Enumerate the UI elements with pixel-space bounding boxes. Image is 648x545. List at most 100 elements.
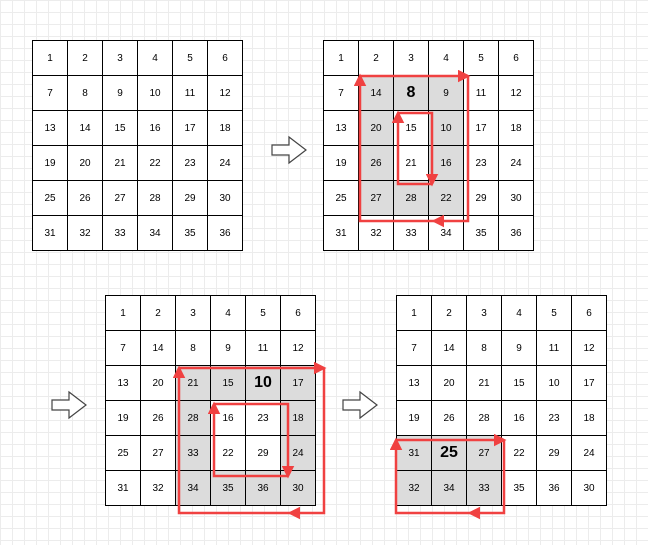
- grid-cell: 6: [571, 295, 607, 331]
- grid-cell: 22: [210, 435, 246, 471]
- grid-cell: 36: [498, 215, 534, 251]
- grid-cell: 30: [571, 470, 607, 506]
- grid-cell: 3: [175, 295, 211, 331]
- grid-cell: 18: [207, 110, 243, 146]
- grid-cell: 12: [280, 330, 316, 366]
- grid-cell: 8: [466, 330, 502, 366]
- grid-cell: 19: [323, 145, 359, 181]
- grid-cell: 18: [498, 110, 534, 146]
- grid-cell: 26: [140, 400, 176, 436]
- grid-cell: 16: [428, 145, 464, 181]
- grid-cell: 23: [172, 145, 208, 181]
- grid-cell: 15: [501, 365, 537, 401]
- grid-cell: 13: [105, 365, 141, 401]
- grid-cell: 25: [105, 435, 141, 471]
- grid-cell: 21: [466, 365, 502, 401]
- grid-cell: 7: [105, 330, 141, 366]
- grid-cell: 11: [463, 75, 499, 111]
- grid-cell: 34: [175, 470, 211, 506]
- grid-cell: 3: [102, 40, 138, 76]
- grid-cell: 11: [172, 75, 208, 111]
- grid-cell: 13: [396, 365, 432, 401]
- grid-cell: 5: [463, 40, 499, 76]
- grid-cell: 1: [105, 295, 141, 331]
- grid-cell: 10: [428, 110, 464, 146]
- grid-cell: 13: [32, 110, 68, 146]
- grid-cell: 14: [67, 110, 103, 146]
- grid-cell: 28: [137, 180, 173, 216]
- grid-cell: 28: [466, 400, 502, 436]
- grid-cell: 21: [175, 365, 211, 401]
- grid-cell: 19: [396, 400, 432, 436]
- grid-cell: 6: [498, 40, 534, 76]
- grid-cell: 1: [396, 295, 432, 331]
- grid-cell: 35: [172, 215, 208, 251]
- grid-cell: 36: [536, 470, 572, 506]
- grid-cell: 23: [245, 400, 281, 436]
- grid-cell: 24: [571, 435, 607, 471]
- grid-cell: 31: [396, 435, 432, 471]
- grid-cell: 2: [67, 40, 103, 76]
- grid-cell: 31: [32, 215, 68, 251]
- grid-cell: 32: [140, 470, 176, 506]
- grid-cell: 33: [393, 215, 429, 251]
- grid-cell: 33: [102, 215, 138, 251]
- grid-cell: 23: [536, 400, 572, 436]
- grid-cell: 24: [498, 145, 534, 181]
- grid-cell: 10: [137, 75, 173, 111]
- grid-cell: 22: [137, 145, 173, 181]
- grid-cell: 18: [280, 400, 316, 436]
- grid-cell: 22: [428, 180, 464, 216]
- grid-cell: 24: [280, 435, 316, 471]
- grid-cell: 27: [358, 180, 394, 216]
- grid-cell: 9: [428, 75, 464, 111]
- grid-cell: 32: [396, 470, 432, 506]
- grid-cell: 12: [498, 75, 534, 111]
- grid-cell: 20: [431, 365, 467, 401]
- grid-cell: 36: [245, 470, 281, 506]
- grid-cell: 1: [32, 40, 68, 76]
- grid-cell: 27: [102, 180, 138, 216]
- grid-cell: 15: [393, 110, 429, 146]
- transition-arrow-icon: [51, 390, 87, 420]
- grid-cell: 5: [172, 40, 208, 76]
- grid-cell: 36: [207, 215, 243, 251]
- grid-cell: 4: [428, 40, 464, 76]
- grid-cell: 21: [393, 145, 429, 181]
- grid-cell: 22: [501, 435, 537, 471]
- grid-cell: 8: [175, 330, 211, 366]
- grid-cell: 6: [280, 295, 316, 331]
- grid-cell: 21: [102, 145, 138, 181]
- grid-cell: 9: [102, 75, 138, 111]
- grid-cell: 17: [172, 110, 208, 146]
- grid-cell: 14: [431, 330, 467, 366]
- grid-cell: 25: [431, 435, 467, 471]
- grid-cell: 33: [466, 470, 502, 506]
- grid-cell: 30: [280, 470, 316, 506]
- grid-cell: 4: [137, 40, 173, 76]
- grid-cell: 25: [323, 180, 359, 216]
- grid-cell: 10: [245, 365, 281, 401]
- grid-cell: 20: [140, 365, 176, 401]
- grid-cell: 2: [140, 295, 176, 331]
- grid-cell: 10: [536, 365, 572, 401]
